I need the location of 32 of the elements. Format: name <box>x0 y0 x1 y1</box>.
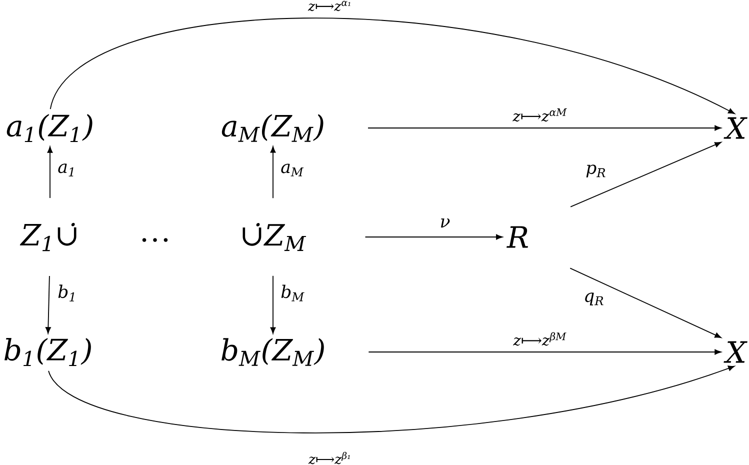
arrow <box>270 146 276 199</box>
arrow <box>364 234 503 240</box>
edge-label: z⟼z$^{β₁}$ <box>307 450 353 465</box>
arrow <box>368 349 722 355</box>
arrow <box>570 268 722 338</box>
math-term: X <box>724 117 748 139</box>
math-term: R <box>506 226 528 248</box>
arrow <box>368 125 722 131</box>
edge-label: z⟼z$^{α₁}$ <box>306 0 354 12</box>
edge-label: z⟼z$^{αM}$ <box>511 107 569 123</box>
math-term: b$_{M}$(Z$_{M}$) <box>222 338 324 366</box>
math-term: b$_{1}$(Z$_{1}$) <box>4 338 91 366</box>
edge-label: b$_{M}$ <box>279 283 306 303</box>
math-term: ∪̇Z$_{M}$ <box>242 223 306 251</box>
edge-label: a$_{M}$ <box>279 162 306 178</box>
edge-label: b$_{1}$ <box>56 283 78 303</box>
edge-label: z⟼z$^{βM}$ <box>512 330 568 348</box>
arrow <box>570 142 722 208</box>
curved-arrow <box>50 18 735 114</box>
edge-label: p$_{R}$ <box>584 163 608 179</box>
arrow <box>47 146 53 198</box>
edge-label: q$_{R}$ <box>582 291 606 307</box>
math-term: Z$_{1}$∪̇ <box>20 222 76 252</box>
math-term: X <box>724 341 748 363</box>
edge-label: ν <box>438 217 452 229</box>
math-term: a$_{M}$(Z$_{M}$) <box>222 114 324 142</box>
arrow <box>270 275 276 334</box>
ellipsis: … <box>142 238 168 242</box>
curved-arrow <box>48 366 735 434</box>
arrow <box>45 276 51 334</box>
math-term: a$_{1}$(Z$_{1}$) <box>6 114 92 142</box>
edge-label: a$_{1}$ <box>56 162 78 178</box>
